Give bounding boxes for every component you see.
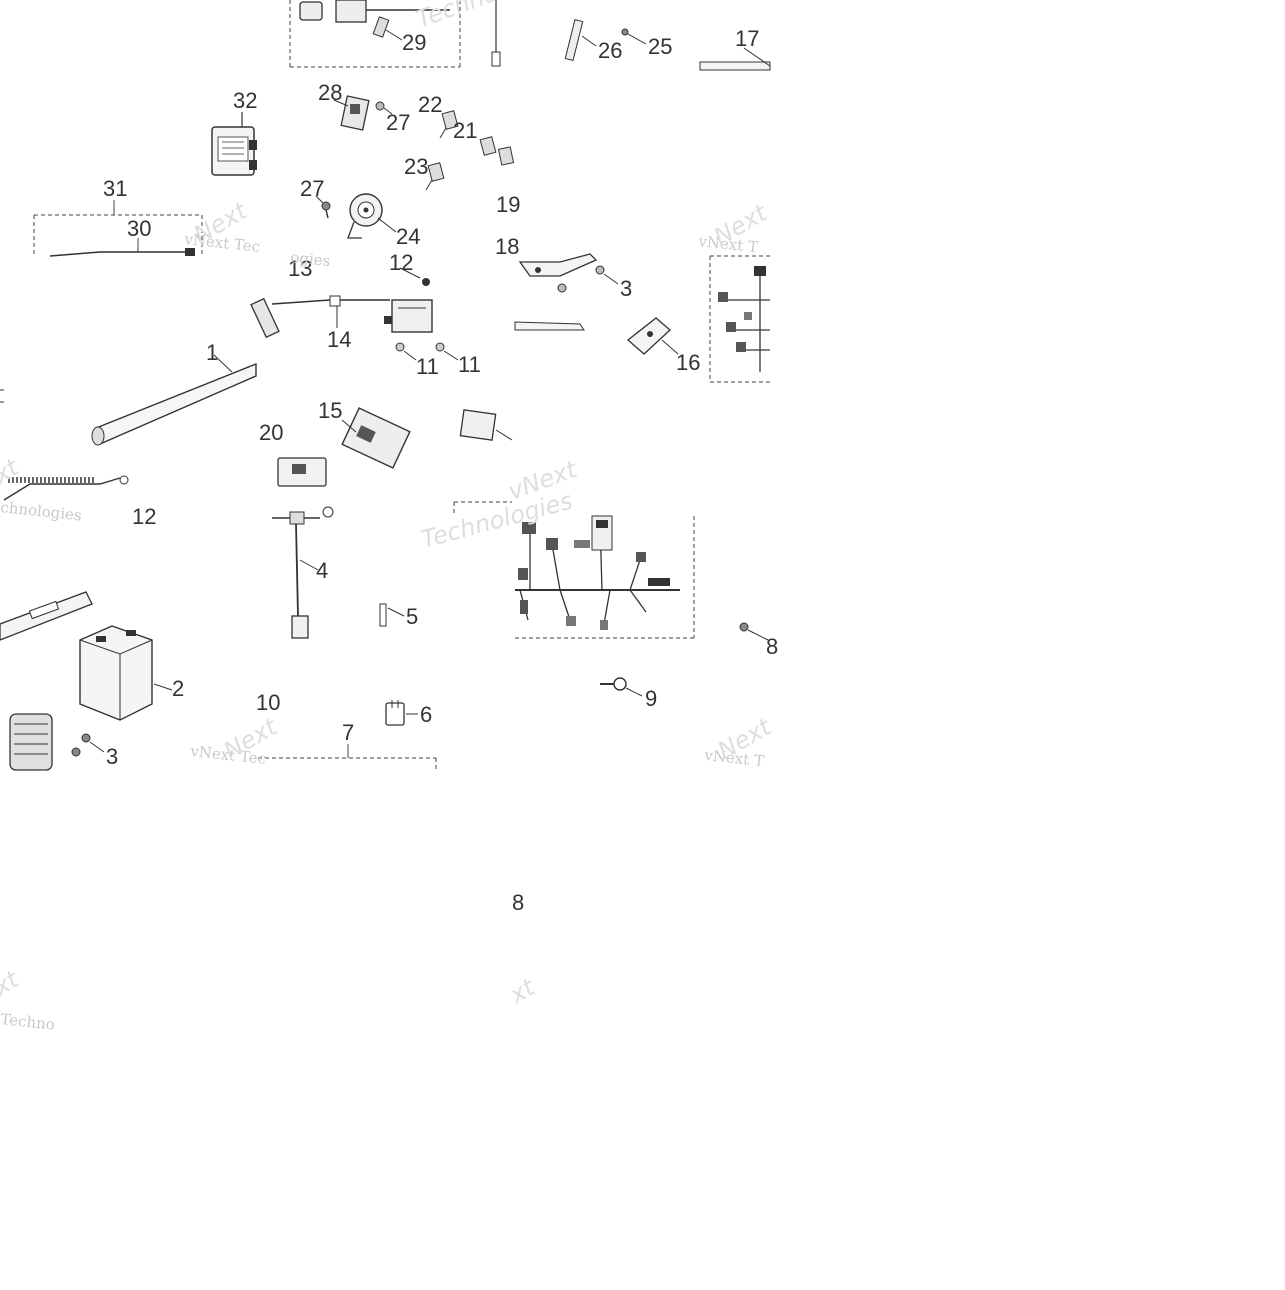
callout-27b: 27 [300, 176, 324, 201]
callout-28: 28 [318, 80, 342, 105]
callout-9: 9 [645, 686, 657, 711]
part-4-sensor [272, 506, 334, 639]
callout-8b: 8 [766, 634, 778, 659]
part-14-coil [250, 295, 433, 339]
tile-r3c4 [739, 622, 769, 641]
tile-r2c2 [250, 267, 459, 487]
callout-labels: 32 31 30 29 28 27 27 26 25 24 23 22 21 2… [103, 26, 778, 915]
callout-7: 7 [342, 720, 354, 745]
callout-3b: 3 [106, 744, 118, 769]
callout-26: 26 [598, 38, 622, 63]
watermark-6: Techno [0, 1010, 56, 1034]
part-28-relay [333, 95, 370, 131]
callout-21: 21 [453, 118, 477, 143]
part-main-harness [515, 515, 680, 630]
callout-4: 4 [316, 558, 328, 583]
callout-12b: 12 [132, 504, 156, 529]
watermark-7: ogies [290, 248, 332, 270]
callout-6: 6 [420, 702, 432, 727]
callout-20: 20 [259, 420, 283, 445]
callout-5: 5 [406, 604, 418, 629]
callout-3a: 3 [620, 276, 632, 301]
callout-15: 15 [318, 398, 342, 423]
callout-11a: 11 [416, 354, 439, 379]
tile-r3c3 [453, 501, 695, 697]
callout-16: 16 [676, 350, 700, 375]
callout-2: 2 [172, 676, 184, 701]
callout-18: 18 [495, 234, 519, 259]
tile-r3c1 [0, 591, 173, 771]
callout-19: 19 [496, 192, 520, 217]
callout-11b: 11 [458, 352, 481, 377]
tile-r1c4 [699, 47, 771, 383]
callout-13: 13 [288, 256, 312, 281]
callout-29: 29 [402, 30, 426, 55]
callout-22: 22 [418, 92, 442, 117]
part-regulator [9, 713, 53, 771]
tile-r2c3 [459, 409, 513, 441]
part-15-cdi [341, 407, 411, 469]
callout-30: 30 [127, 216, 151, 241]
callout-27a: 27 [386, 110, 410, 135]
tile-r1c1 [33, 112, 257, 257]
part-2-battery [79, 625, 173, 721]
callout-14: 14 [327, 327, 351, 352]
tile-r2c1 [0, 354, 257, 501]
callout-12a: 12 [389, 250, 413, 275]
part-1-tube [91, 354, 257, 446]
callout-23: 23 [404, 154, 428, 179]
callout-31: 31 [103, 176, 127, 201]
callout-17: 17 [735, 26, 759, 51]
tile-r1c2 [289, 0, 501, 239]
tile-r1c3 [497, 19, 679, 355]
callout-32: 32 [233, 88, 257, 113]
callout-8a: 8 [512, 890, 524, 915]
callout-25: 25 [648, 34, 672, 59]
callout-1: 1 [206, 340, 218, 365]
part-24-horn [347, 193, 397, 239]
tile-r3c2 [258, 506, 437, 770]
part-32-box [211, 112, 257, 176]
callout-10: 10 [256, 690, 280, 715]
callout-24: 24 [396, 224, 420, 249]
